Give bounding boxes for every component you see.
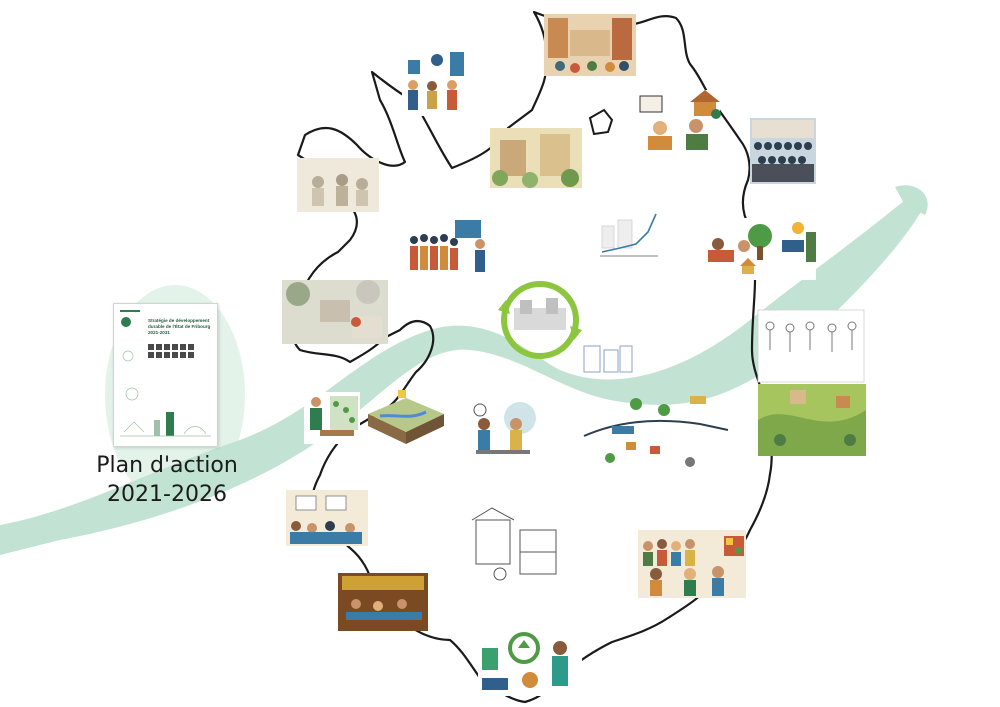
restaurant-illustration	[338, 573, 428, 631]
cover-graphics	[120, 310, 211, 437]
equality-meeting-illustration	[402, 48, 466, 116]
green-housing-illustration	[490, 128, 582, 188]
plan-title: Plan d'action	[96, 453, 238, 478]
enclave-outline	[588, 108, 614, 136]
plant-wall-illustration	[304, 392, 360, 444]
group-photo-illustration	[750, 118, 816, 184]
mobility-network-illustration	[583, 396, 729, 467]
circular-city-illustration	[498, 281, 582, 359]
sketch-street-illustration	[580, 342, 636, 376]
crowd-rally-illustration	[406, 218, 492, 276]
market-stall-sketch-illustration	[466, 507, 564, 588]
housing-advice-illustration	[639, 90, 721, 152]
cover-title-line: 2021-2031	[148, 330, 170, 335]
energy-garden-illustration	[698, 218, 816, 280]
diverse-people-illustration	[638, 530, 746, 598]
classroom-illustration	[286, 490, 368, 546]
recycling-illustration	[478, 626, 582, 696]
map-collage-illustration	[282, 280, 388, 344]
cover-title-line: durable de l'État de Fribourg	[148, 324, 211, 329]
growth-chart-illustration	[596, 210, 660, 260]
document-cover: Stratégie de développement durable de l'…	[113, 303, 218, 447]
cover-title-line: Stratégie de développement	[148, 318, 210, 323]
landscape-painting-illustration	[757, 309, 866, 456]
plan-period: 2021-2026	[107, 482, 227, 507]
old-photo-illustration	[297, 158, 379, 212]
urban-street-illustration	[544, 14, 636, 76]
conversation-illustration	[466, 398, 536, 470]
green-band	[0, 200, 925, 555]
river-terrain-illustration	[368, 390, 444, 444]
